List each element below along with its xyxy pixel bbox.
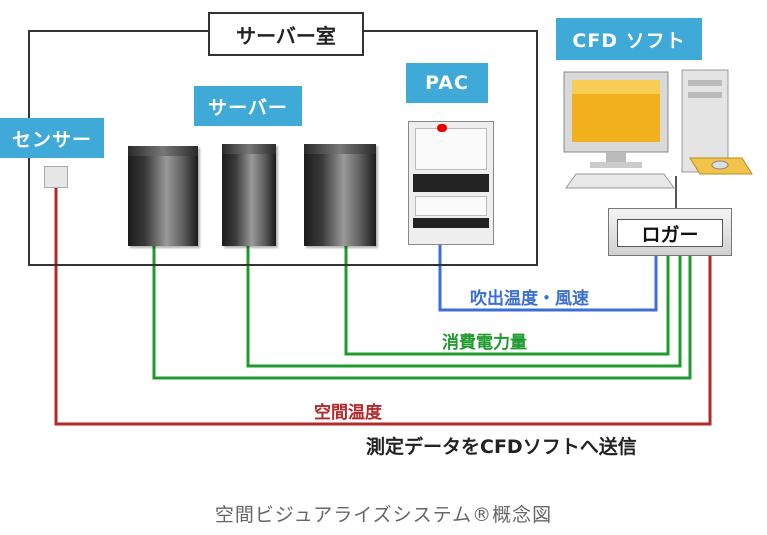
power-wire-2 bbox=[246, 246, 682, 368]
pac-unit bbox=[408, 121, 494, 245]
server-room-label: サーバー室 bbox=[208, 12, 364, 56]
computer-icon bbox=[563, 69, 753, 189]
power-wire-3 bbox=[344, 246, 670, 356]
sensor-label: センサー bbox=[0, 118, 104, 158]
server-rack-3 bbox=[304, 144, 376, 246]
logger-device: ロガー bbox=[608, 208, 732, 256]
room-temp-label: 空間温度 bbox=[314, 403, 382, 423]
airflow-label: 吹出温度・風速 bbox=[470, 289, 589, 309]
pac-label: PAC bbox=[406, 63, 488, 103]
power-label: 消費電力量 bbox=[442, 333, 527, 353]
room-temp-wire bbox=[54, 188, 712, 426]
server-rack-2 bbox=[222, 144, 276, 246]
send-data-label: 測定データをCFDソフトへ送信 bbox=[366, 436, 637, 458]
pac-indicator-icon bbox=[437, 124, 447, 132]
sensor-device bbox=[44, 166, 68, 188]
servers-label: サーバー bbox=[194, 86, 302, 126]
figure-caption: 空間ビジュアライズシステム®概念図 bbox=[214, 504, 553, 526]
power-wire-1 bbox=[152, 246, 692, 380]
logger-label: ロガー bbox=[617, 219, 723, 247]
server-rack-1 bbox=[128, 146, 198, 246]
diagram: サーバー室 センサー サーバー PAC CFD ソフト ロガー 吹出温度・風速 … bbox=[0, 12, 753, 458]
cfd-soft-label: CFD ソフト bbox=[556, 18, 702, 60]
